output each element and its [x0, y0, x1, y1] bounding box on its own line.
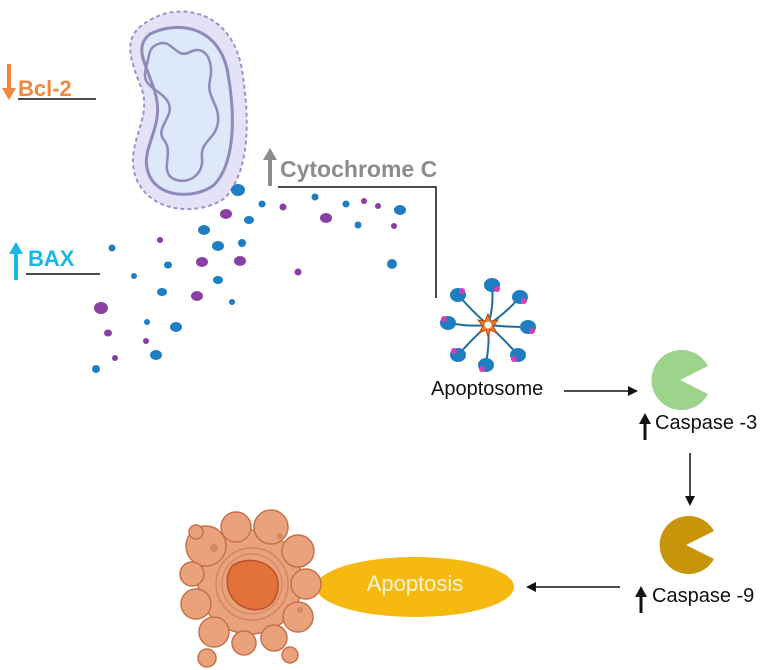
bcl2-down-arrow-icon [2, 64, 16, 100]
caspase9-label: Caspase -9 [652, 585, 755, 607]
apoptosome [440, 278, 536, 372]
bax-label: BAX [28, 246, 75, 271]
apoptosome-label: Apoptosome [431, 378, 544, 400]
apoptosis-label: Apoptosis [366, 571, 464, 596]
caspase3-label: Caspase -3 [655, 412, 758, 434]
bax-up-arrow-icon [9, 242, 23, 280]
mitochondrion [129, 10, 248, 211]
cytochrome-connector [278, 186, 437, 298]
cytochrome-c-label: Cytochrome C [280, 156, 438, 182]
apoptosis-ellipse [316, 557, 514, 617]
caspase3-icon [651, 350, 708, 410]
caspase3-up-arrow-icon [639, 413, 651, 440]
caspase9-icon [659, 516, 714, 574]
cytochrome-up-arrow-icon [263, 148, 277, 186]
cytochrome-c-particles [92, 184, 406, 373]
bcl2-label: Bcl-2 [18, 76, 72, 101]
caspase9-up-arrow-icon [635, 586, 647, 613]
apoptotic-cell-icon [179, 509, 322, 668]
